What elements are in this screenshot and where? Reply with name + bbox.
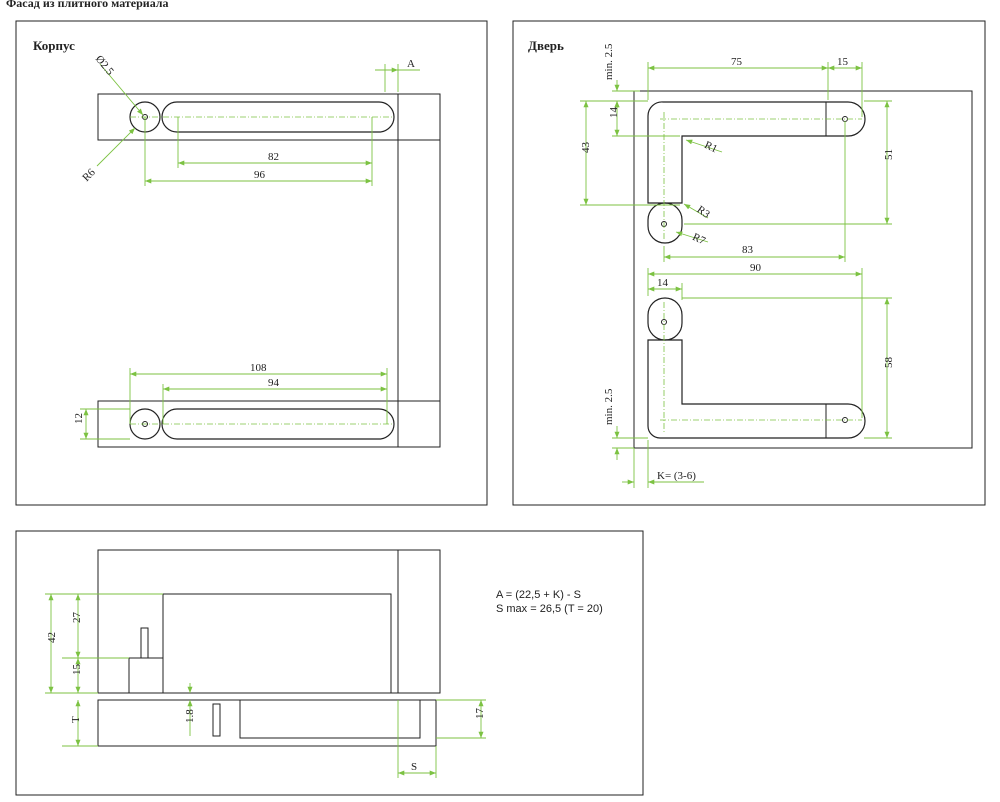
korpus-dim-108: 108 [250,362,267,374]
dver-lower-l-slot [647,339,866,439]
dver-dim-r1: R1 [702,139,719,155]
dver-label: Дверь [528,38,564,53]
section-cutout [162,593,392,693]
section-formula-1: A = (22,5 + K) - S [496,589,581,601]
korpus-dim-r6: R6 [80,166,98,184]
dver-frame [512,20,986,506]
korpus-bottom-slot-long [161,408,395,440]
dver-dim-75: 75 [731,56,743,68]
korpus-dim-94: 94 [268,377,280,389]
dver-dim-r7: R7 [690,231,707,248]
section-dim-42: 42 [46,632,58,643]
korpus-side-panel [397,93,441,448]
dver-upper-l-slot [647,101,866,204]
korpus-dim-12: 12 [73,413,85,424]
section-dim-s: S [411,761,417,773]
section-dim-15: 15 [71,664,83,676]
section-frame [15,530,644,796]
korpus-dim-diameter: Ø2.5 [93,53,116,78]
section-dim-1-8: 1.8 [184,709,196,723]
dver-dim-15: 15 [837,56,849,68]
page-title: Фасад из плитного материала [6,0,169,10]
section-dim-t: T [70,716,82,723]
section-door-groove [205,699,421,739]
section-block [128,657,164,694]
section-body [97,549,441,694]
section-side [397,549,441,694]
dver-upper-small-slot [647,202,683,244]
section-dim-17: 17 [474,708,486,720]
korpus-top-slot-long [161,101,395,133]
dver-dim-14a: 14 [608,107,620,119]
dver-dim-r3: R3 [695,204,713,221]
korpus-dim-96: 96 [254,169,266,181]
korpus-dim-a: A [407,58,415,70]
dver-dim-43: 43 [580,142,592,154]
korpus-label: Корпус [33,38,75,53]
dver-dim-51: 51 [883,149,895,160]
dver-dim-83: 83 [742,244,754,256]
dver-lower-small-slot [647,297,683,341]
dver-dim-90: 90 [750,262,762,274]
dver-dim-min-top: min. 2.5 [603,43,615,80]
section-formula-2: S max = 26,5 (T = 20) [496,603,603,615]
dver-door-panel [633,90,973,449]
section-door [97,699,437,747]
dver-dim-k: K= (3-6) [657,470,696,482]
dver-dim-min-bottom: min. 2.5 [603,388,615,425]
dver-dim-58: 58 [883,357,895,369]
section-pin [140,627,149,659]
korpus-dim-82: 82 [268,151,279,163]
section-door-pin [212,703,221,737]
korpus-frame [15,20,488,506]
section-dim-27: 27 [71,612,83,624]
dver-dim-14b: 14 [657,277,669,289]
